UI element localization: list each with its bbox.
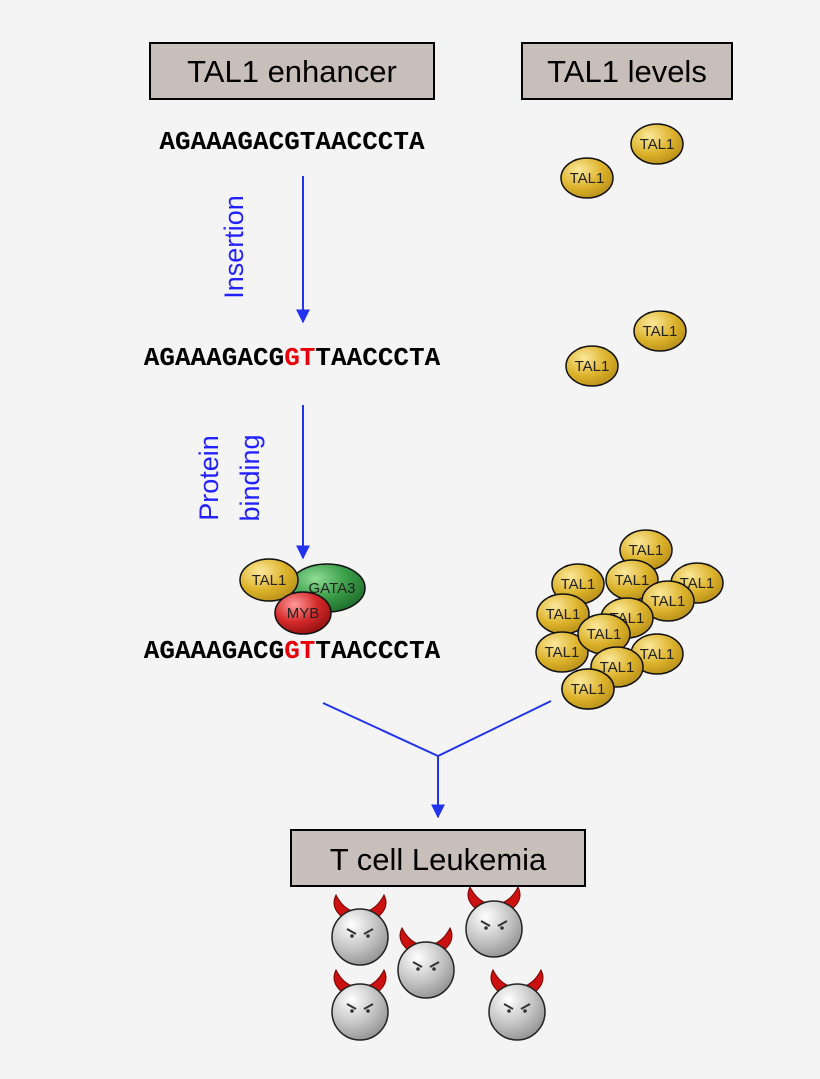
insert-highlight: GT: [284, 343, 315, 373]
tal1-label: TAL1: [561, 576, 596, 593]
tal1-protein: TAL1: [561, 668, 615, 710]
devil-cell-icon: [331, 968, 389, 1041]
tal1-protein: TAL1: [605, 559, 659, 601]
myb-label: MYB: [287, 605, 320, 622]
tal1-label: TAL1: [615, 572, 650, 589]
tal1-label: TAL1: [546, 606, 581, 623]
merge-lines: [322, 700, 552, 758]
tal1-label: TAL1: [571, 681, 606, 698]
tal1-label: TAL1: [643, 323, 678, 340]
tal1-label: TAL1: [600, 659, 635, 676]
bound-suffix: TAACCCTA: [315, 636, 440, 666]
devil-cell-icon: [488, 968, 546, 1041]
tal1-protein: TAL1: [633, 310, 687, 352]
outcome-box: [290, 829, 586, 887]
tal1-bound-protein: [239, 558, 299, 602]
leukemia-cells: [331, 885, 546, 1041]
protein-complex: GATA3 TAL1 MYB: [239, 558, 366, 635]
tal1-label: TAL1: [570, 170, 605, 187]
bound-sequence: AGAAAGACGGTTAACCCTA: [144, 636, 441, 666]
tal1-protein: TAL1: [535, 631, 589, 673]
tal1-protein: TAL1: [577, 613, 631, 655]
enhancer-header-box: [149, 42, 435, 100]
levels-header-box: [521, 42, 733, 100]
outcome-label: T cell Leukemia: [330, 842, 547, 877]
tal1-protein: TAL1: [536, 593, 590, 635]
devil-cell-icon: [465, 885, 523, 958]
bound-insert-highlight: GT: [284, 636, 315, 666]
tal1-bound-label: TAL1: [252, 572, 287, 589]
tal1-label: TAL1: [640, 136, 675, 153]
tal1-protein: TAL1: [565, 345, 619, 387]
tal1-label: TAL1: [629, 542, 664, 559]
mutant-suffix: TAACCCTA: [315, 343, 440, 373]
bound-prefix: AGAAAGACG: [144, 636, 284, 666]
original-sequence: AGAAAGACGTAACCCTA: [159, 127, 425, 157]
tal1-label: TAL1: [545, 644, 580, 661]
insertion-label: Insertion: [219, 195, 249, 299]
tal1-protein: TAL1: [560, 157, 614, 199]
tal1-label: TAL1: [640, 646, 675, 663]
myb-protein: [274, 591, 332, 635]
tal1-protein: TAL1: [630, 123, 684, 165]
binding-label-line2: binding: [235, 434, 265, 521]
devil-cell-icon: [397, 926, 455, 999]
gata3-label: GATA3: [309, 580, 356, 597]
binding-label-line1: Protein: [194, 435, 224, 521]
levels-header-label: TAL1 levels: [547, 54, 707, 89]
devil-cell-icon: [331, 893, 389, 966]
enhancer-header-label: TAL1 enhancer: [187, 54, 397, 89]
tal1-label: TAL1: [651, 593, 686, 610]
tal1-label: TAL1: [587, 626, 622, 643]
tal1-label: TAL1: [575, 358, 610, 375]
mutant-sequence: AGAAAGACGGTTAACCCTA: [144, 343, 441, 373]
mutant-prefix: AGAAAGACG: [144, 343, 284, 373]
